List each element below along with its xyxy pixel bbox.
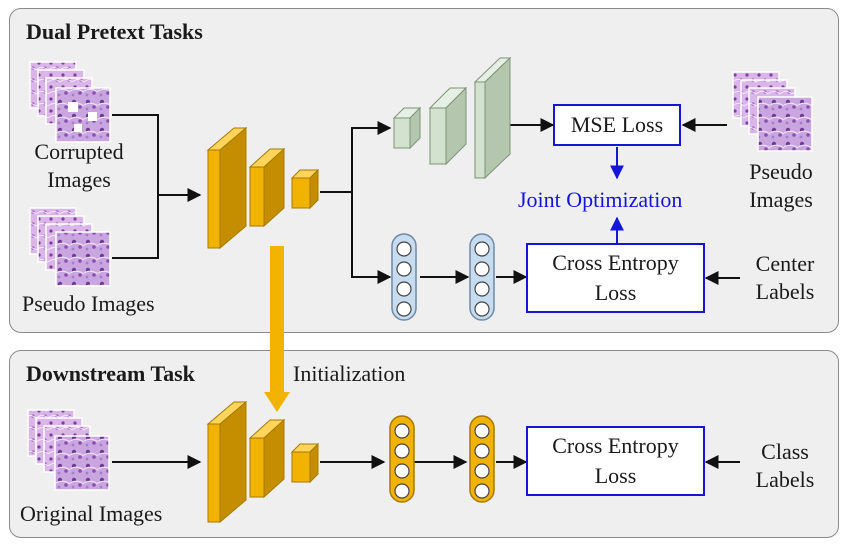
mse-loss-label: MSE Loss (570, 112, 664, 137)
center-labels-line1: Center (755, 251, 815, 276)
pseudo-right-line2: Images (749, 187, 813, 212)
initialization-arrow (264, 246, 290, 412)
pseudo-images-right-stack (732, 71, 813, 152)
corrupted-label-line2: Images (47, 167, 111, 192)
ce-top-line2: Loss (594, 280, 637, 305)
original-images-label: Original Images (20, 501, 163, 526)
ce-top-line1: Cross Entropy (552, 250, 679, 275)
initialization-label: Initialization (293, 361, 406, 386)
ce-bottom-line2: Loss (594, 463, 637, 488)
cross-entropy-loss-box-bottom: Cross Entropy Loss (526, 426, 705, 496)
cross-entropy-loss-box-top: Cross Entropy Loss (526, 243, 705, 313)
pseudo-right-line1: Pseudo (749, 159, 813, 184)
corrupted-images-stack (29, 61, 111, 143)
ce-bottom-line1: Cross Entropy (552, 433, 679, 458)
encoder-bottom (206, 400, 320, 524)
fc-layers-bottom (389, 415, 495, 503)
original-images-stack (27, 409, 110, 491)
dual-pretext-title: Dual Pretext Tasks (26, 19, 203, 44)
joint-optimization-label: Joint Optimization (518, 187, 683, 212)
mse-loss-box: MSE Loss (553, 104, 681, 146)
corrupted-label-line1: Corrupted (34, 139, 124, 164)
center-labels: Center Labels (738, 250, 832, 306)
corrupted-images-label: Corrupted Images (14, 138, 144, 194)
downstream-title: Downstream Task (26, 361, 195, 386)
class-labels-line1: Class (761, 439, 809, 464)
fc-layers-top (391, 233, 495, 321)
pseudo-images-right-label: Pseudo Images (726, 158, 836, 214)
class-labels: Class Labels (738, 438, 832, 494)
decoder-top (392, 56, 512, 180)
class-labels-line2: Labels (755, 467, 815, 492)
pseudo-images-left-stack (29, 207, 111, 287)
pseudo-images-left-label: Pseudo Images (22, 291, 155, 316)
center-labels-line2: Labels (755, 279, 815, 304)
encoder-top (206, 126, 320, 250)
